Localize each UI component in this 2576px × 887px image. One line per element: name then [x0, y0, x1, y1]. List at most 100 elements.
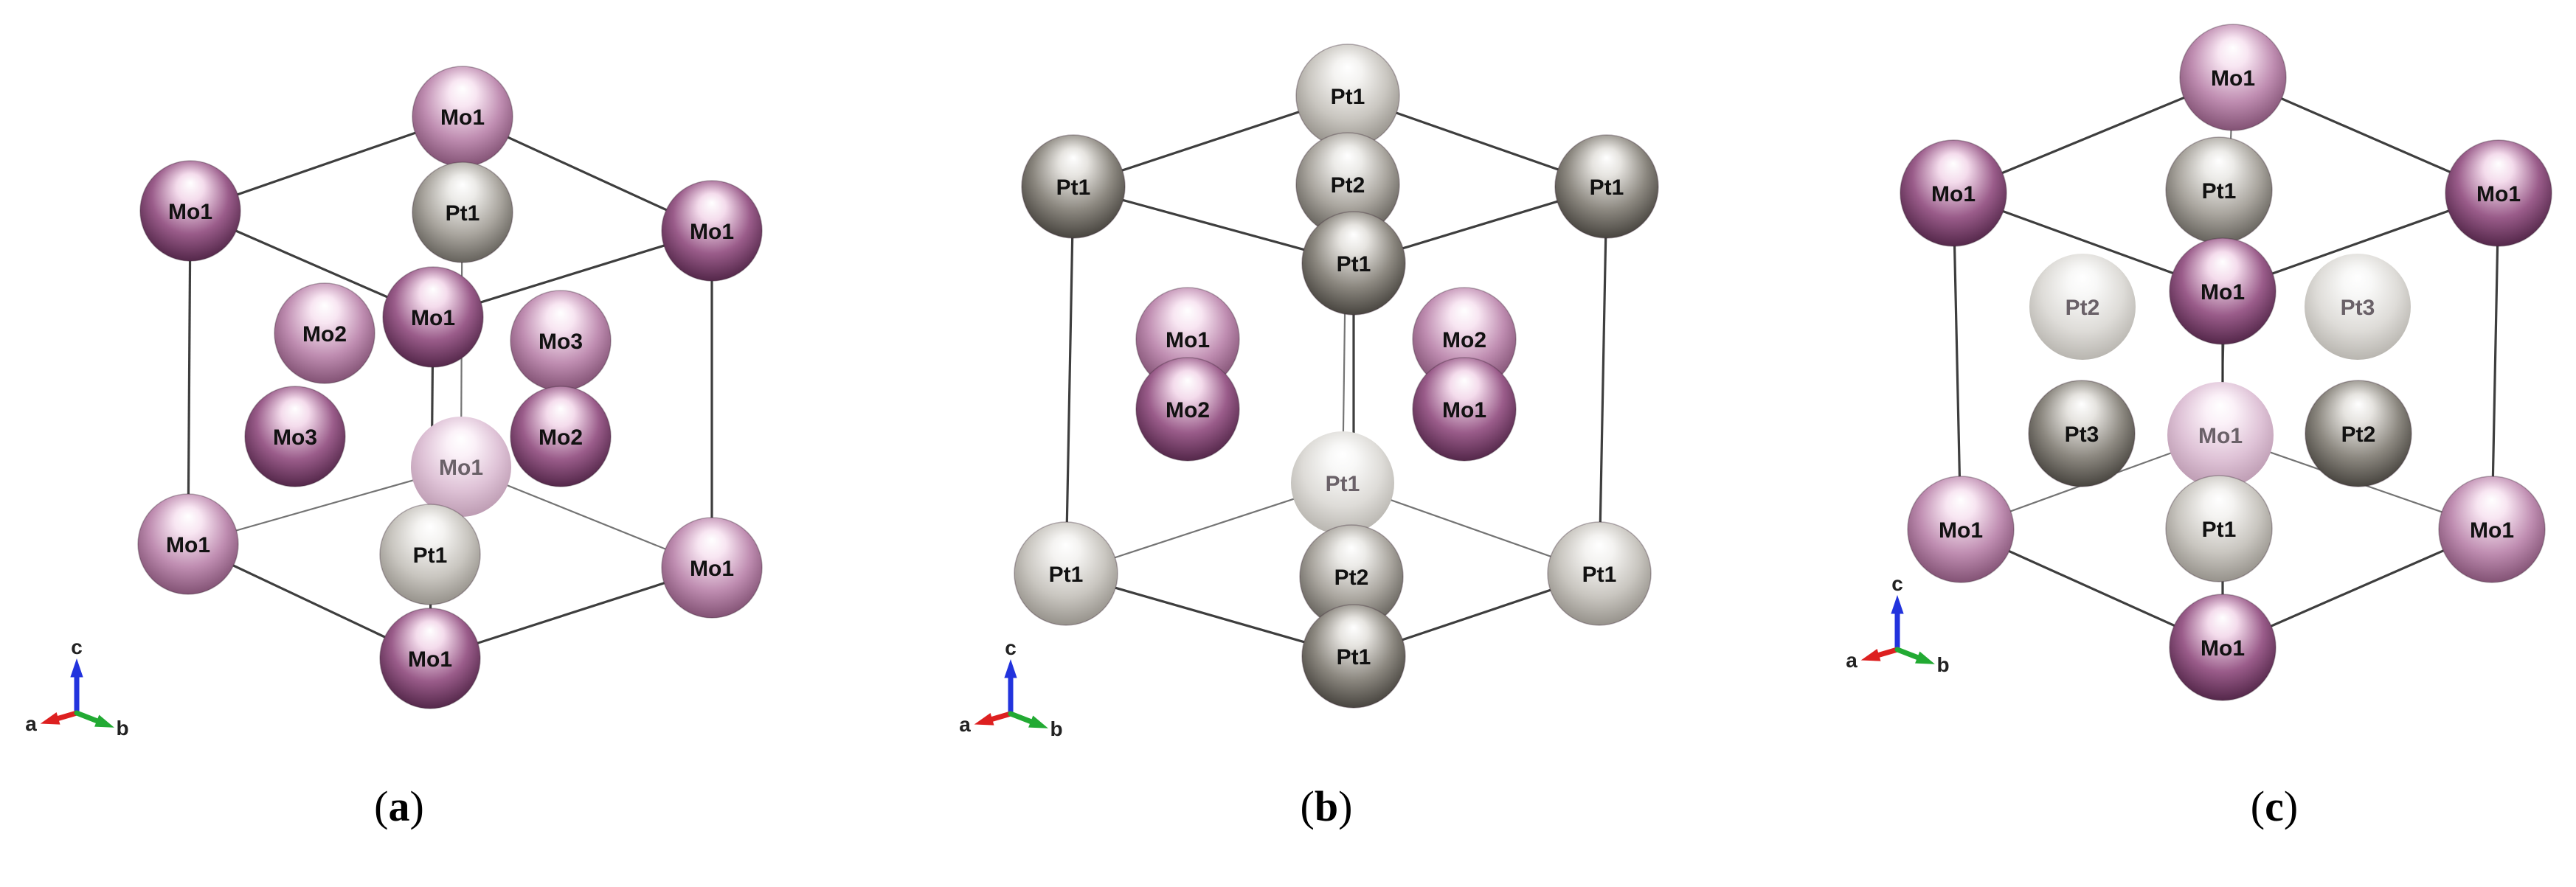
atom-sphere: [1301, 211, 1406, 316]
atom-label: Pt1: [446, 201, 480, 226]
atom-label: Mo1: [2476, 182, 2521, 206]
atom-mo1: Mo1: [137, 493, 239, 595]
atom-sphere: [274, 282, 375, 384]
atom-label: Mo1: [690, 220, 734, 244]
atom-mo1: Mo1: [2438, 476, 2546, 583]
atom-pt1: Pt1: [1021, 134, 1126, 239]
atom-sphere: [2167, 382, 2274, 488]
atom-sphere: [1547, 521, 1652, 626]
atom-pt1: Pt1: [1295, 44, 1400, 148]
atom-mo2: Mo2: [274, 282, 375, 384]
atom-mo1: Mo1: [1900, 139, 2007, 247]
atom-sphere: [2445, 139, 2552, 247]
atom-pt2: Pt2: [1299, 524, 1404, 629]
atom-label: Pt1: [1590, 175, 1624, 200]
atom-sphere: [1291, 431, 1394, 535]
atom-sphere: [510, 386, 612, 487]
atom-sphere: [244, 386, 346, 487]
b-axis-arrow-head: [1915, 651, 1935, 664]
atom-label: Mo2: [1166, 398, 1210, 422]
atom-label: Pt2: [2341, 422, 2376, 447]
atom-sphere: [1907, 476, 2015, 583]
atom-mo1: Mo1: [1907, 476, 2015, 583]
atom-label: Pt3: [2065, 422, 2099, 447]
axis-label-c: c: [71, 636, 83, 658]
atom-label: Mo2: [302, 322, 347, 347]
atom-label: Pt3: [2341, 296, 2375, 320]
a-axis-arrow-head: [974, 713, 994, 726]
atom-sphere: [1900, 139, 2007, 247]
axis-label-b: b: [116, 717, 128, 740]
atom-mo1: Mo1: [379, 608, 481, 709]
atom-pt3: Pt3: [2028, 380, 2136, 487]
atom-sphere: [661, 517, 763, 619]
atom-label: Mo1: [440, 105, 485, 130]
atom-sphere: [379, 608, 481, 709]
atom-mo2: Mo2: [1135, 357, 1240, 462]
atom-label: Mo1: [168, 200, 212, 224]
atom-pt1: Pt1: [2165, 475, 2273, 582]
atom-label: Mo1: [2470, 518, 2514, 543]
cell-edge: [1064, 186, 1075, 574]
atom-label: Mo1: [2198, 424, 2243, 448]
atom-pt2: Pt2: [2029, 254, 2136, 360]
atom-pt1: Pt1: [1301, 211, 1406, 316]
atom-mo1: Mo1: [2167, 382, 2274, 488]
atom-mo1: Mo1: [139, 160, 241, 262]
atom-label: Mo1: [1442, 398, 1486, 422]
atom-mo1: Mo1: [382, 266, 484, 368]
atom-sphere: [2438, 476, 2546, 583]
atom-pt1: Pt1: [1301, 604, 1406, 709]
atom-label: Pt1: [413, 543, 448, 568]
atom-label: Mo3: [273, 425, 317, 450]
atom-label: Mo1: [1939, 518, 1983, 543]
atom-sphere: [2169, 594, 2276, 701]
atom-label: Mo1: [439, 456, 483, 480]
atom-sphere: [2028, 380, 2136, 487]
atom-label: Mo1: [2201, 280, 2245, 305]
atom-label: Pt2: [2066, 296, 2100, 320]
a-axis-arrow-head: [1860, 649, 1881, 661]
atom-label: Pt1: [1056, 175, 1091, 200]
axis-label-a: a: [959, 713, 971, 736]
atom-sphere: [2179, 24, 2287, 131]
atom-sphere: [2169, 237, 2276, 345]
atom-sphere: [1135, 357, 1240, 462]
atom-label: Pt1: [1582, 563, 1617, 587]
atom-sphere: [1412, 357, 1517, 462]
cell-edge: [2490, 192, 2500, 530]
atom-sphere: [2305, 380, 2412, 487]
atom-label: Mo2: [539, 425, 583, 450]
atom-pt1: Pt1: [2165, 136, 2273, 244]
atom-pt1: Pt1: [412, 161, 513, 263]
atom-label: Mo1: [690, 557, 734, 581]
axis-label-b: b: [1936, 653, 1949, 676]
atom-label: Mo1: [2211, 66, 2255, 91]
atom-pt3: Pt3: [2305, 254, 2411, 360]
atom-label: Pt1: [2202, 518, 2237, 542]
atom-label: Pt1: [1049, 563, 1084, 587]
panel-caption: (b): [1301, 782, 1353, 830]
atom-sphere: [2029, 254, 2136, 360]
atom-label: Pt1: [2202, 179, 2237, 204]
atom-mo3: Mo3: [510, 290, 612, 392]
atom-mo1: Mo1: [2169, 594, 2276, 701]
atom-sphere: [1554, 134, 1659, 239]
atom-label: Pt1: [1337, 645, 1371, 669]
atom-label: Mo3: [539, 330, 583, 354]
atom-label: Mo1: [2201, 636, 2245, 661]
axis-label-b: b: [1050, 717, 1062, 740]
c-axis-arrow-head: [1004, 659, 1017, 678]
c-axis-arrow-head: [70, 658, 83, 678]
atom-sphere: [139, 160, 241, 262]
atom-label: Pt1: [1326, 472, 1360, 496]
atom-mo1: Mo1: [661, 517, 763, 619]
atom-pt1: Pt1: [1014, 521, 1118, 626]
atom-pt1: Pt1: [1291, 431, 1394, 535]
